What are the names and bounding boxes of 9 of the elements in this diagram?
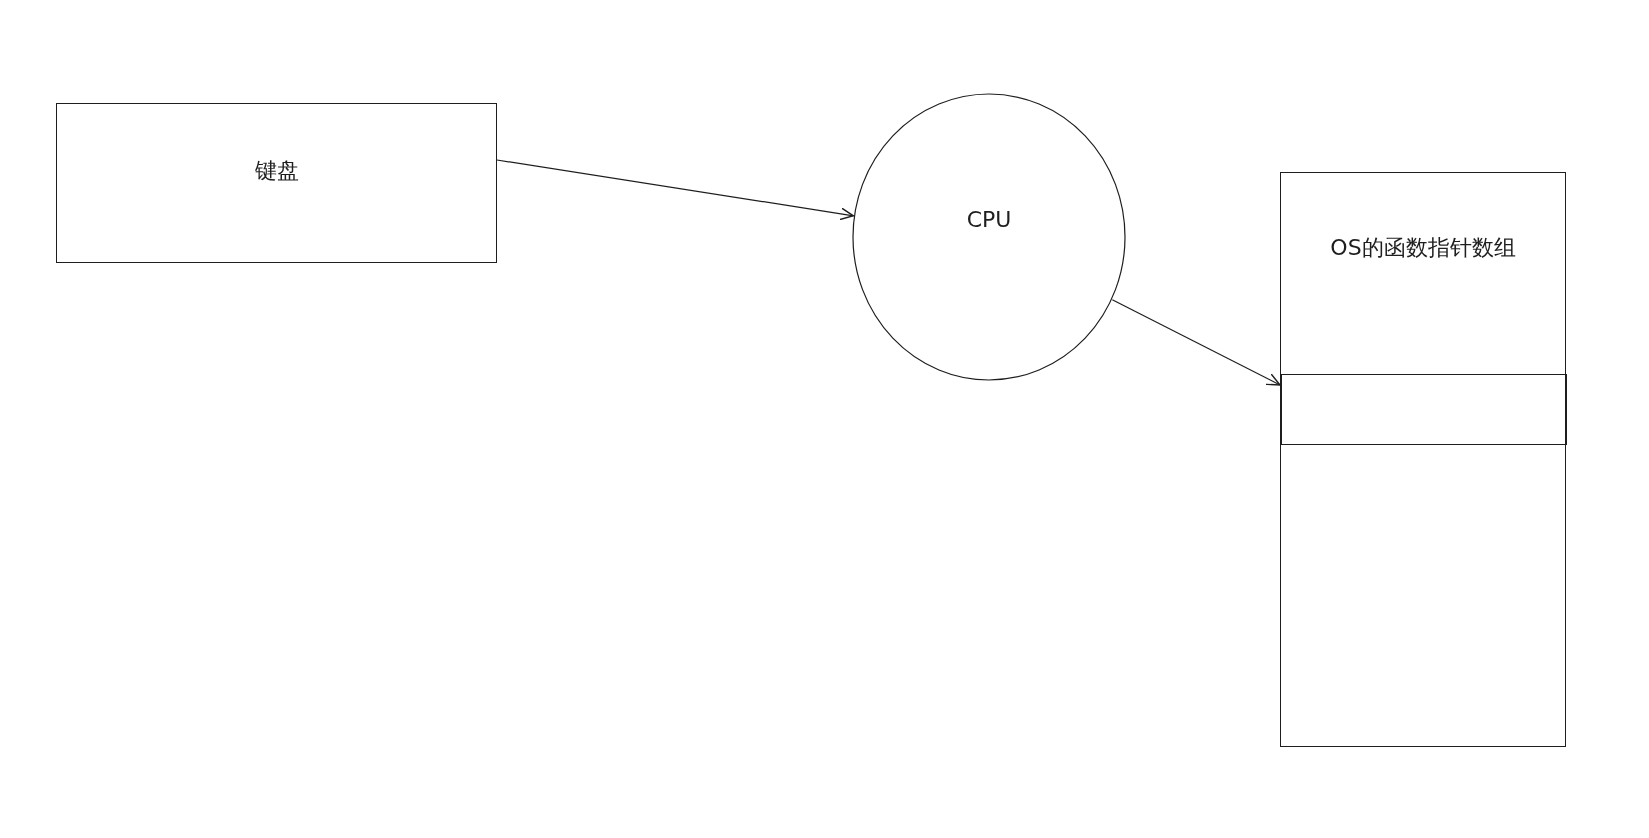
node-label: OS的函数指针数组 bbox=[1329, 234, 1517, 262]
process-box bbox=[1280, 172, 1566, 747]
arrow bbox=[496, 159, 855, 221]
node-label: 键盘 bbox=[253, 157, 300, 185]
process-box bbox=[56, 103, 497, 263]
array-slot bbox=[1281, 374, 1567, 445]
node-label: CPU bbox=[965, 207, 1013, 232]
process-circle bbox=[852, 93, 1126, 381]
arrow bbox=[1111, 299, 1281, 386]
